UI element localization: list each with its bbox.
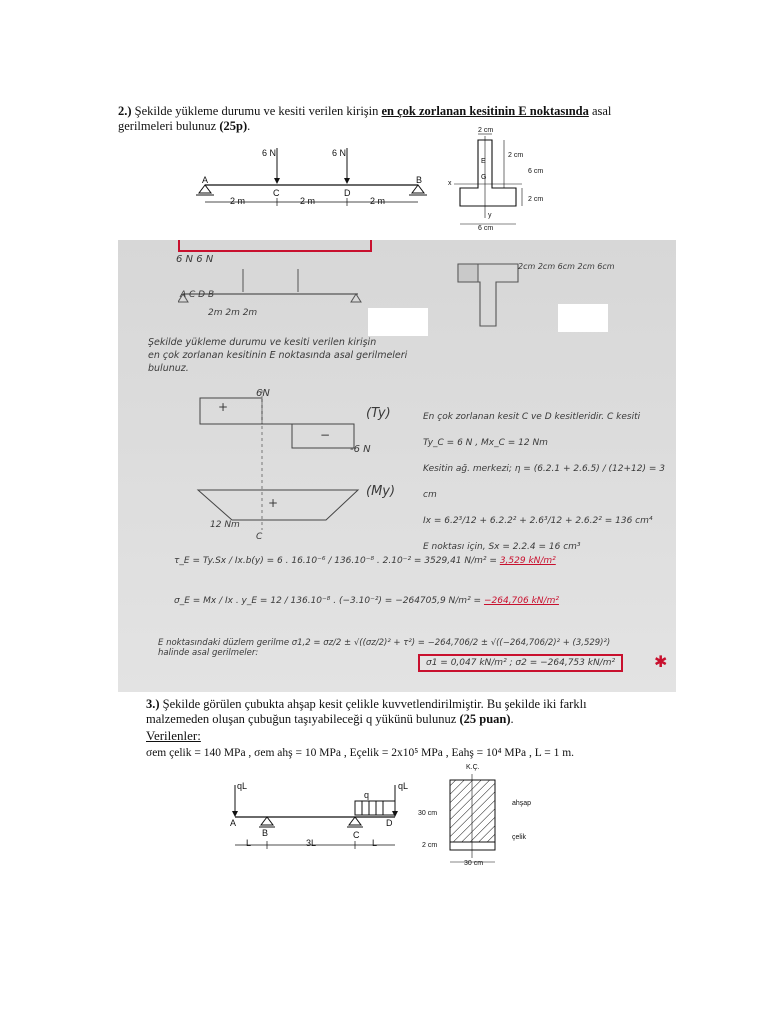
given-values: σem çelik = 140 MPa , σem ahş = 10 MPa ,… xyxy=(146,747,575,759)
steel-label: çelik xyxy=(512,834,527,841)
beam-diagram-q2 xyxy=(196,148,427,206)
span-L1: L xyxy=(246,838,252,848)
sigma-result: −264,706 kN/m² xyxy=(483,596,559,606)
Ty-label: (Ty) xyxy=(366,406,391,421)
section-flange-height: 2 cm xyxy=(528,196,544,203)
section-steel-thickness: 2 cm xyxy=(422,842,438,849)
axis-y: y xyxy=(488,212,492,219)
section-height: 30 cm xyxy=(418,810,438,817)
span-3: 2 m xyxy=(370,196,386,206)
question-2-text: 2.) Şekilde yükleme durumu ve kesiti ver… xyxy=(118,104,612,133)
point-C: C xyxy=(273,188,280,198)
solution-section-dims: 2cm 2cm 6cm 2cm 6cm xyxy=(518,262,615,271)
load-label-2: 6 N xyxy=(332,148,347,158)
support-A: A xyxy=(202,175,209,185)
load-q: q xyxy=(364,790,370,800)
solution-beam-supports: A C D B xyxy=(180,290,215,300)
moment-value: 12 Nm xyxy=(210,520,240,530)
section-web-height: 2 cm xyxy=(508,152,524,159)
load-qL-right: qL xyxy=(398,781,409,791)
given-title: Verilenler: xyxy=(146,728,201,743)
final-answer-box: σ1 = 0,047 kN/m² ; σ2 = −264,753 kN/m² xyxy=(418,654,624,672)
shear-top-value: 6N xyxy=(256,388,270,399)
star-mark: ✱ xyxy=(654,654,668,671)
support-C: C xyxy=(353,830,360,840)
shear-plus: + xyxy=(218,400,229,414)
composite-section-q3 xyxy=(449,774,496,863)
section-top-width: 2 cm xyxy=(478,127,494,134)
solution-section-sketch xyxy=(457,263,519,327)
support-B: B xyxy=(416,175,423,185)
beam-diagram-q3 xyxy=(232,785,398,849)
point-D: D xyxy=(386,818,393,828)
shear-bottom-value: -6 N xyxy=(350,444,371,455)
solution-beam-loads: 6 N 6 N xyxy=(176,254,214,265)
span-3L: 3L xyxy=(306,838,317,848)
tau-result: 3,529 kN/m² xyxy=(499,556,556,566)
wood-label: ahşap xyxy=(512,800,532,807)
t-section-q2 xyxy=(454,133,523,225)
section-width: 30 cm xyxy=(464,860,484,867)
point-E: E xyxy=(481,158,486,165)
axis-x: x xyxy=(448,180,452,187)
My-label: (My) xyxy=(366,484,396,499)
load-label-1: 6 N xyxy=(262,148,277,158)
point-D: D xyxy=(344,188,351,198)
emphasis-text: en çok zorlanan kesitinin E noktasında xyxy=(381,104,589,118)
moment-point-C: C xyxy=(256,532,263,542)
solution-beam-sketch xyxy=(178,269,362,303)
solution-beam-spans: 2m 2m 2m xyxy=(208,308,258,318)
sigma-formula: σ_E = Mx / Ix . y_E = 12 / 136.10⁻⁸ . (−… xyxy=(174,596,559,606)
span-L2: L xyxy=(372,838,378,848)
shear-moment-diagrams xyxy=(196,390,360,530)
moment-plus: + xyxy=(268,496,279,510)
span-2: 2 m xyxy=(300,196,316,206)
section-total-height: 6 cm xyxy=(528,168,544,175)
point-A: A xyxy=(230,818,237,828)
principal-formula: E noktasındaki düzlem gerilme σ1,2 = σz/… xyxy=(158,638,611,658)
solution-problem-copy: Şekilde yükleme durumu ve kesiti verilen… xyxy=(148,337,408,374)
section-bottom-width: 6 cm xyxy=(478,225,494,232)
span-1: 2 m xyxy=(230,196,246,206)
scanned-solution: 6 N 6 N A C D B 2m 2m 2m 2cm 2cm 6cm 2cm… xyxy=(118,240,676,692)
section-top-label: K.Ç. xyxy=(466,764,480,771)
points: (25 puan) xyxy=(459,712,511,726)
calc-block: En çok zorlanan kesit C ve D kesitleridi… xyxy=(423,412,665,552)
shear-minus: − xyxy=(320,428,331,442)
question-3-text: 3.) Şekilde görülen çubukta ahşap kesit … xyxy=(146,697,587,726)
question-3-number: 3.) xyxy=(146,697,160,711)
point-G: G xyxy=(481,174,487,181)
question-2-number: 2.) xyxy=(118,104,132,118)
load-qL-left: qL xyxy=(237,781,248,791)
points: (25p) xyxy=(219,119,248,133)
support-B: B xyxy=(262,828,269,838)
tau-formula: τ_E = Ty.Sx / Ix.b(y) = 6 . 16.10⁻⁶ / 13… xyxy=(174,556,556,566)
